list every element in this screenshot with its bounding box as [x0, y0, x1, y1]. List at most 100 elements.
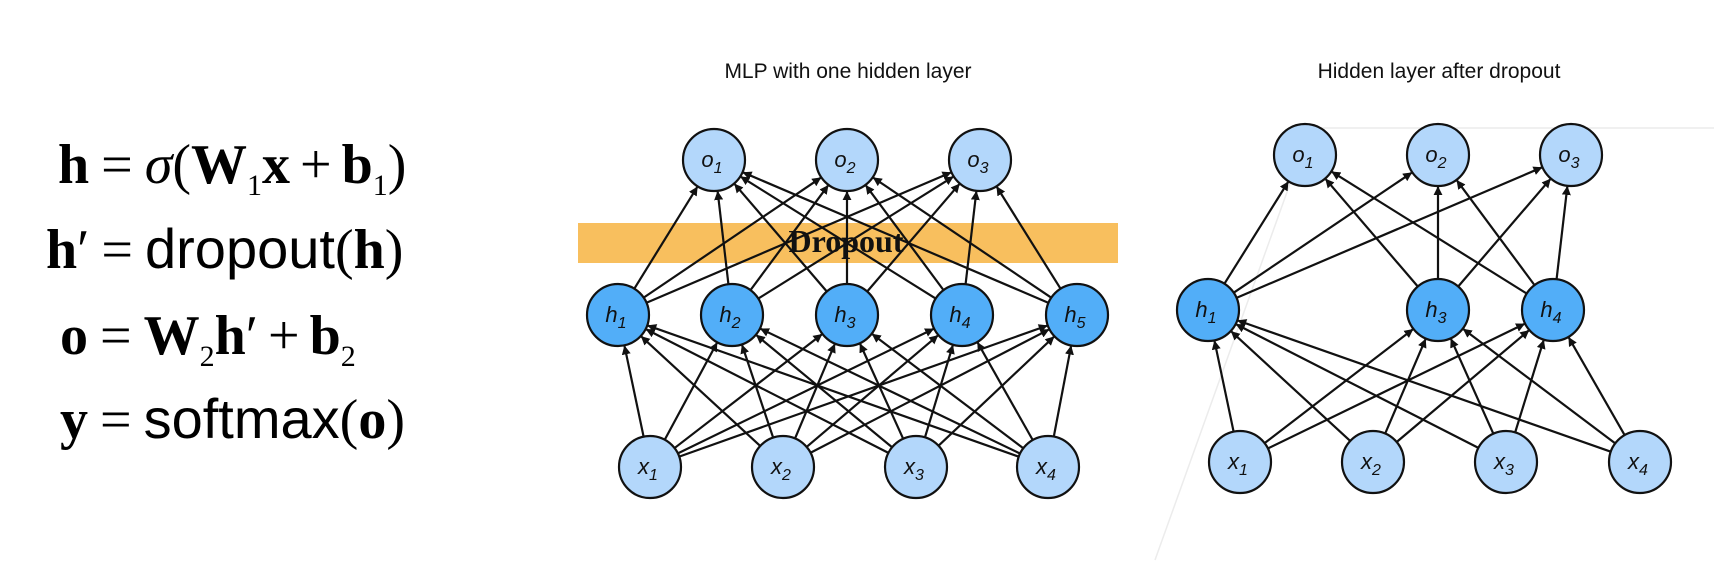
edge-input-to-hidden — [760, 327, 1021, 455]
edge-input-to-hidden — [1462, 328, 1616, 445]
output-node-o3-circle — [1538, 122, 1604, 188]
hidden-node-h1: h1 — [585, 282, 651, 348]
input-node-x3-label: x3 — [1493, 449, 1514, 479]
output-node-o3-circle — [947, 127, 1013, 193]
input-node-x2-label: x2 — [1360, 449, 1381, 479]
input-node-x3-label: x3 — [903, 454, 924, 484]
equation-output: o=W2h′+b2 — [60, 305, 356, 373]
edge-hidden-to-output — [1456, 179, 1536, 286]
edge-input-to-hidden — [1514, 339, 1546, 433]
hidden-node-h1-circle — [1175, 277, 1241, 343]
input-node-x4: x4 — [1015, 434, 1081, 500]
hidden-node-h1: h1 — [1175, 277, 1241, 343]
input-node-x2: x2 — [1340, 429, 1406, 495]
input-node-x1-label: x1 — [637, 454, 658, 484]
hidden-node-h3-circle — [1405, 277, 1471, 343]
edge-input-to-hidden — [640, 335, 761, 447]
input-node-x1: x1 — [617, 434, 683, 500]
hidden-node-h3: h3 — [814, 282, 880, 348]
hidden-node-h5-circle — [1044, 282, 1110, 348]
output-node-o3-label: o3 — [1558, 142, 1579, 172]
input-node-x4-circle — [1607, 429, 1673, 495]
edge-hidden-to-output — [865, 184, 945, 291]
hidden-node-h3-label: h3 — [834, 302, 855, 332]
hidden-node-h2-circle — [699, 282, 765, 348]
edge-hidden-to-output — [1236, 166, 1543, 299]
edge-input-to-hidden — [1052, 345, 1074, 437]
edge-input-to-hidden — [647, 324, 1020, 458]
output-node-o2-label: o2 — [1425, 142, 1446, 172]
edge-input-to-hidden — [923, 344, 955, 438]
equation-dropout: h′=dropout(h) — [46, 217, 403, 281]
edge-input-to-hidden — [1450, 338, 1495, 435]
output-node-o2: o2 — [814, 127, 880, 193]
input-node-x2-circle — [1340, 429, 1406, 495]
input-node-x2-label: x2 — [770, 454, 791, 484]
hidden-node-h1-label: h1 — [1195, 297, 1216, 327]
edge-hidden-to-output — [742, 171, 1049, 304]
edge-input-to-hidden — [1384, 338, 1427, 434]
input-node-x4-circle — [1015, 434, 1081, 500]
edge-hidden-to-output — [996, 186, 1062, 290]
edge-input-to-hidden — [1267, 322, 1526, 450]
hidden-node-h4-label: h4 — [949, 302, 970, 332]
output-node-o2-circle — [1405, 122, 1471, 188]
edge-input-to-hidden — [677, 328, 935, 455]
hidden-node-h2: h2 — [699, 282, 765, 348]
hidden-node-h5-label: h5 — [1064, 302, 1085, 332]
right-edges — [1211, 166, 1626, 453]
edge-hidden-to-output — [740, 176, 937, 300]
hidden-node-h1-label: h1 — [605, 302, 626, 332]
input-node-x2-circle — [750, 434, 816, 500]
output-node-o2: o2 — [1405, 122, 1471, 188]
edge-input-to-hidden — [1395, 329, 1530, 443]
edge-hidden-to-output — [757, 176, 954, 300]
edge-input-to-hidden — [1211, 340, 1235, 432]
output-node-o2-label: o2 — [834, 147, 855, 177]
hidden-node-h5: h5 — [1044, 282, 1110, 348]
edge-input-to-hidden — [1263, 328, 1414, 444]
hidden-node-h3-circle — [814, 282, 880, 348]
left-network-diagram: MLP with one hidden layer Dropout o1 o2 o3… — [578, 60, 1118, 500]
edge-hidden-to-output — [646, 171, 952, 304]
input-node-x4: x4 — [1607, 429, 1673, 495]
hidden-node-h4-circle — [929, 282, 995, 348]
edge-input-to-hidden — [937, 336, 1055, 447]
output-node-o1-label: o1 — [1292, 142, 1313, 172]
hidden-node-h4-label: h4 — [1540, 297, 1561, 327]
edge-input-to-hidden — [871, 333, 1024, 450]
faint-guide-line — [1154, 127, 1311, 561]
dropout-label: Dropout — [789, 223, 904, 259]
output-node-o1-circle — [681, 127, 747, 193]
hidden-node-h2-label: h2 — [719, 302, 740, 332]
edge-input-to-hidden — [663, 342, 718, 441]
hidden-node-h3: h3 — [1405, 277, 1471, 343]
input-node-x3-circle — [1473, 429, 1539, 495]
input-node-x3-circle — [883, 434, 949, 500]
edge-hidden-to-output — [714, 190, 730, 285]
input-node-x1: x1 — [1207, 429, 1273, 495]
input-node-x1-label: x1 — [1227, 449, 1248, 479]
input-node-x4-label: x4 — [1035, 454, 1056, 484]
edge-hidden-to-output — [1325, 178, 1419, 288]
output-node-o1-label: o1 — [701, 147, 722, 177]
edge-input-to-hidden — [805, 334, 939, 448]
edge-hidden-to-output — [633, 186, 699, 290]
edge-input-to-hidden — [810, 328, 1050, 454]
output-node-o3: o3 — [947, 127, 1013, 193]
equations: h=σ(W1x+b1) h′=dropout(h) o=W2h′+b2 y=so… — [46, 134, 406, 451]
edge-input-to-hidden — [1567, 336, 1626, 436]
left-hidden-to-output-edges — [633, 171, 1062, 304]
edge-input-to-hidden — [755, 334, 893, 449]
edge-input-to-hidden — [1235, 323, 1479, 449]
output-node-o1: o1 — [681, 127, 747, 193]
edge-hidden-to-output — [734, 183, 828, 293]
edge-hidden-to-output — [872, 176, 1052, 299]
equation-hidden: h=σ(W1x+b1) — [58, 134, 406, 202]
left-input-to-hidden-edges — [621, 324, 1074, 458]
output-node-o2-circle — [814, 127, 880, 193]
left-diagram-title: MLP with one hidden layer — [724, 60, 971, 83]
right-nodes: o1 o2 o3 h1 h3 h4 x1 x2 x3 x4 — [1175, 122, 1673, 495]
